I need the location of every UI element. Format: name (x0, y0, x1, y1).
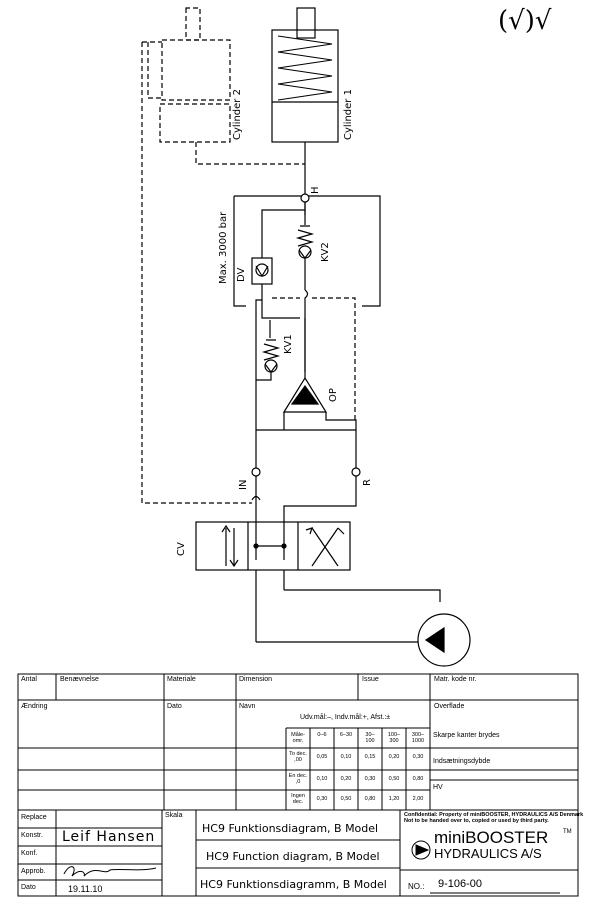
title-block-lines (17, 673, 579, 897)
cylinder-1-label: Cylinder 1 (343, 89, 354, 140)
aendring-label: Ændring (21, 703, 48, 710)
approb-label: Approb. (21, 868, 46, 875)
port-h-label: H (310, 186, 321, 194)
tolerance-cell: 0,10 (340, 754, 352, 760)
op-label: OP (328, 388, 339, 402)
issue-label: Issue (362, 676, 379, 683)
tolerance-cell: 0,30 (364, 776, 376, 782)
drawing-title-en: HC9 Function diagram, B Model (206, 850, 380, 863)
tolerance-cell: 0,80 (364, 796, 376, 802)
tolerance-cell: 0,80 (412, 776, 424, 782)
navn-label: Navn (239, 703, 256, 710)
dimension-label: Dimension (239, 676, 273, 683)
port-in-label: IN (238, 479, 249, 490)
tolerance-spec: Udv.mål:–, Indv.mål:+, Afst.:± (300, 714, 391, 721)
pilot-line (272, 297, 356, 420)
cv-directional-valve (195, 521, 441, 643)
dato-label: Dato (167, 703, 182, 710)
tolerance-header: 30– 100 (365, 732, 375, 744)
tolerance-cell: 1,20 (388, 796, 400, 802)
date-value: 19.11.10 (68, 884, 103, 894)
overflade-label: Overflade (434, 703, 465, 710)
kv2-check-valve (295, 225, 315, 290)
tolerance-header: 100– 300 (387, 732, 401, 744)
skarpe-note: Skarpe kanter brydes (433, 732, 500, 739)
konstr-label: Konstr. (21, 832, 43, 839)
materiale-label: Materiale (167, 676, 196, 683)
confidential-note: Confidential: Property of miniBOOSTER, H… (404, 812, 584, 824)
antal-label: Antal (21, 676, 37, 683)
tolerance-cell: 0,10 (316, 776, 328, 782)
tolerance-row-label: Ingen dec. (291, 793, 305, 805)
corner-mark: (√)√ (498, 6, 552, 36)
drawing-no-value: 9-106-00 (438, 878, 483, 890)
tolerance-cell: 0,05 (316, 754, 328, 760)
tolerance-cell: 2,00 (412, 796, 424, 802)
signature-approb (63, 866, 157, 877)
dv-label: DV (236, 267, 247, 282)
tolerance-header: Måle- omr. (291, 732, 305, 744)
drawing-no-label: NO.: (408, 882, 425, 891)
tolerance-header: 6–30 (339, 732, 353, 738)
hv-note: HV (433, 784, 443, 791)
tolerance-header: 0–6 (317, 732, 327, 738)
tolerance-cell: 0,30 (412, 754, 424, 760)
konstr-name: Leif Hansen (62, 829, 156, 845)
benaevnelse-label: Benævnelse (60, 676, 99, 683)
cv-label: CV (176, 542, 187, 556)
brand-hydraulics: HYDRAULICS A/S (434, 846, 542, 861)
inner-circuit (251, 289, 361, 522)
tolerance-cell: 0,50 (388, 776, 400, 782)
pump-symbol (417, 613, 471, 667)
kv1-label: KV1 (283, 334, 294, 354)
indsaet-note: Indsætningsdybde (433, 758, 491, 765)
booster-outline (233, 193, 381, 307)
cylinder-2 (141, 7, 305, 504)
tolerance-header: 300– 1000 (411, 732, 425, 744)
tolerance-cell: 0,15 (364, 754, 376, 760)
brand-minibooster: miniBOOSTER (434, 828, 549, 847)
dato-bottom-label: Dato (21, 884, 36, 891)
tolerance-cell: 0,50 (340, 796, 352, 802)
cylinder-2-label: Cylinder 2 (232, 89, 243, 140)
max-pressure-label: Max. 3000 bar (218, 211, 229, 284)
tolerance-row-label: To dec. ,00 (289, 751, 307, 763)
replace-label: Replace (21, 814, 47, 821)
cylinder-1 (271, 7, 339, 198)
tolerance-cell: 0,30 (316, 796, 328, 802)
port-r-label: R (362, 479, 373, 486)
tolerance-cell: 0,20 (388, 754, 400, 760)
dv-valve (251, 257, 273, 300)
konf-label: Konf. (21, 850, 38, 857)
drawing-title-de: HC9 Funktionsdiagramm, B Model (200, 878, 387, 891)
matr-label: Matr. kode nr. (434, 676, 477, 683)
skala-label: Skala (165, 812, 183, 819)
tolerance-cell: 0,20 (340, 776, 352, 782)
kv2-label: KV2 (320, 242, 331, 262)
tolerance-row-label: En dec. ,0 (288, 773, 308, 785)
drawing-title-da: HC9 Funktionsdiagram, B Model (202, 822, 379, 835)
brand-tm: TM (563, 829, 572, 835)
